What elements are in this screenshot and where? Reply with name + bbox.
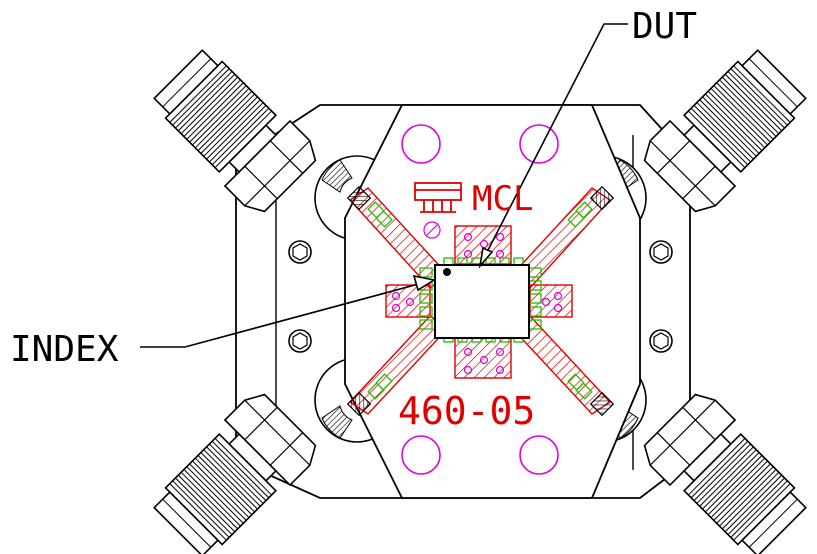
connector-pins bbox=[346, 185, 615, 417]
board-hole-tr bbox=[519, 124, 559, 164]
board-hole-br bbox=[519, 435, 559, 475]
dut-label: DUT bbox=[632, 6, 697, 47]
mount-hole-right-bottom bbox=[649, 329, 673, 353]
brand-label: MCL bbox=[472, 179, 533, 219]
part-number-label: 460-05 bbox=[398, 389, 535, 433]
index-dot bbox=[443, 268, 451, 276]
index-label: INDEX bbox=[10, 329, 119, 370]
mount-hole-left-top bbox=[288, 240, 312, 264]
board-hole-bl bbox=[401, 435, 441, 475]
leader-lines bbox=[140, 23, 628, 348]
mount-hole-left-bottom bbox=[288, 329, 312, 353]
mount-hole-right-top bbox=[649, 240, 673, 264]
dut-package bbox=[434, 264, 530, 339]
board-hole-tl bbox=[401, 124, 441, 164]
rf-traces bbox=[348, 187, 612, 415]
mcl-logo-icon bbox=[414, 182, 462, 213]
vias bbox=[391, 221, 563, 375]
